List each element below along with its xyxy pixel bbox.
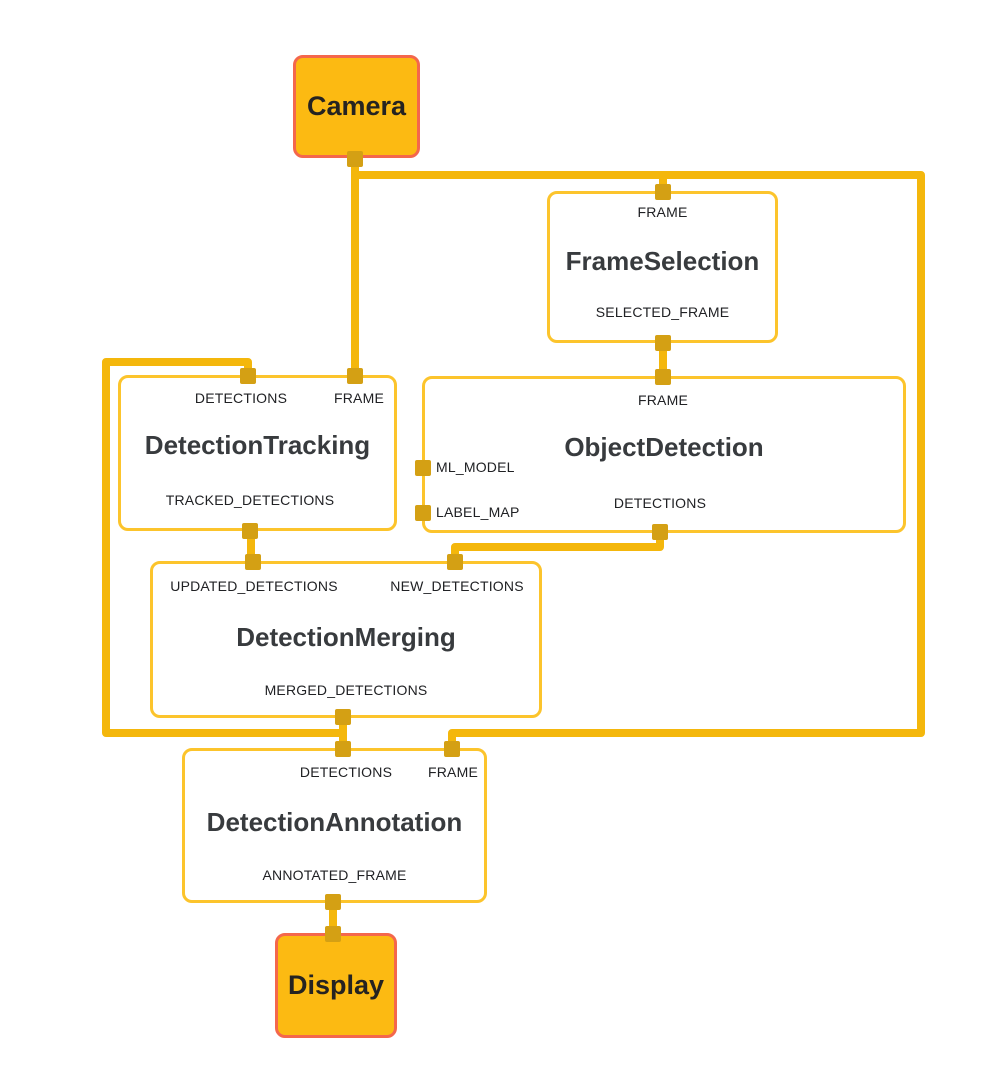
node-object-detection[interactable]: FRAME ObjectDetection ML_MODEL LABEL_MAP… xyxy=(422,376,906,533)
node-detection-annotation[interactable]: DETECTIONS FRAME DetectionAnnotation ANN… xyxy=(182,748,487,903)
node-display[interactable]: Display xyxy=(275,933,397,1038)
node-detection-merging-title: DetectionMerging xyxy=(236,622,456,652)
node-object-detection-title: ObjectDetection xyxy=(564,432,764,462)
edge-detectionmerging-feedback-to-detectiontracking xyxy=(102,358,343,737)
port-detectionannotation-detections-in[interactable] xyxy=(335,741,351,757)
port-label-merged-detections: MERGED_DETECTIONS xyxy=(264,682,428,698)
port-label-updated-detections: UPDATED_DETECTIONS xyxy=(170,578,338,594)
edge-camera-to-detectionannotation-frame xyxy=(355,171,925,742)
port-detectionannotation-annotated-frame-out[interactable] xyxy=(325,894,341,910)
node-frame-selection[interactable]: FRAME FrameSelection SELECTED_FRAME xyxy=(547,191,778,343)
port-label-detections: DETECTIONS xyxy=(194,390,288,406)
edge-objectdetection-to-detectionmerging-new xyxy=(451,531,664,555)
node-camera-title: Camera xyxy=(306,91,407,121)
port-detectionmerging-new-detections-in[interactable] xyxy=(447,554,463,570)
port-label-frame: FRAME xyxy=(428,764,478,780)
node-frame-selection-title: FrameSelection xyxy=(565,246,760,276)
port-label-frame: FRAME xyxy=(638,392,688,408)
node-camera[interactable]: Camera xyxy=(293,55,420,158)
port-detectionannotation-frame-in[interactable] xyxy=(444,741,460,757)
port-detectiontracking-tracked-detections-out[interactable] xyxy=(242,523,258,539)
node-display-title: Display xyxy=(287,970,385,1000)
port-label-frame: FRAME xyxy=(334,390,384,406)
port-objectdetection-detections-out[interactable] xyxy=(652,524,668,540)
node-detection-tracking[interactable]: DETECTIONS FRAME DetectionTracking TRACK… xyxy=(118,375,397,531)
port-label-selected-frame: SELECTED_FRAME xyxy=(595,304,730,320)
port-camera-output[interactable] xyxy=(347,151,363,167)
port-objectdetection-ml-model-in[interactable] xyxy=(415,460,431,476)
node-detection-annotation-title: DetectionAnnotation xyxy=(206,807,463,837)
port-detectionmerging-updated-detections-in[interactable] xyxy=(245,554,261,570)
port-detectionmerging-merged-detections-out[interactable] xyxy=(335,709,351,725)
port-label-ml-model: ML_MODEL xyxy=(436,459,515,475)
port-detectiontracking-detections-in[interactable] xyxy=(240,368,256,384)
port-frameselection-selected-frame-out[interactable] xyxy=(655,335,671,351)
port-label-tracked-detections: TRACKED_DETECTIONS xyxy=(165,492,335,508)
port-label-frame: FRAME xyxy=(637,204,688,220)
port-label-annotated-frame: ANNOTATED_FRAME xyxy=(262,867,407,883)
node-detection-merging[interactable]: UPDATED_DETECTIONS NEW_DETECTIONS Detect… xyxy=(150,561,542,718)
port-label-detections: DETECTIONS xyxy=(613,495,707,511)
port-display-input[interactable] xyxy=(325,926,341,942)
port-frameselection-frame-in[interactable] xyxy=(655,184,671,200)
port-label-new-detections: NEW_DETECTIONS xyxy=(390,578,524,594)
port-label-label-map: LABEL_MAP xyxy=(436,504,520,520)
port-detectiontracking-frame-in[interactable] xyxy=(347,368,363,384)
node-detection-tracking-title: DetectionTracking xyxy=(144,430,371,460)
port-label-detections: DETECTIONS xyxy=(299,764,393,780)
port-objectdetection-frame-in[interactable] xyxy=(655,369,671,385)
port-objectdetection-label-map-in[interactable] xyxy=(415,505,431,521)
